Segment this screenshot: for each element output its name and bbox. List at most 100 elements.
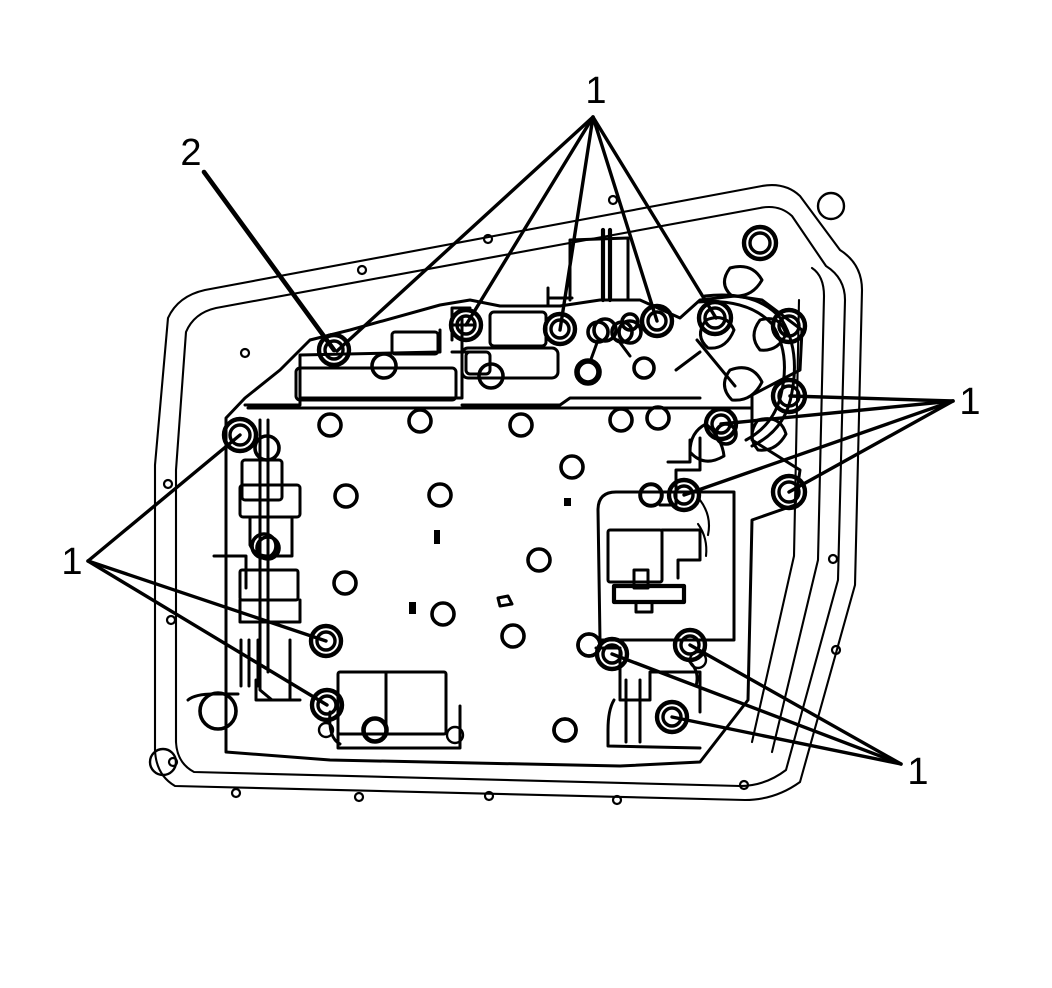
boss-bottom-c bbox=[654, 699, 690, 735]
pinhole-rr bbox=[827, 553, 839, 565]
solid-marks bbox=[409, 498, 571, 614]
hole-vb-5 bbox=[645, 405, 671, 431]
boss-upper-left-outer-ring bbox=[316, 332, 352, 368]
pinhole-bc3 bbox=[611, 794, 623, 806]
boss-right-upper-outer-ring bbox=[770, 307, 808, 345]
bottom-small-hole bbox=[317, 721, 335, 739]
detail-land-c bbox=[620, 312, 640, 332]
boss-right-lower bbox=[666, 477, 702, 513]
leader-line-callout-1-top-5 bbox=[591, 115, 718, 320]
boss-upper-c-outer-ring bbox=[639, 303, 675, 339]
callout-1-top: 1 bbox=[585, 70, 606, 112]
leader-line-callout-1-bottomright-2 bbox=[688, 643, 903, 766]
boss-bottom-a bbox=[594, 636, 630, 672]
callout-1-bottomright: 1 bbox=[907, 751, 928, 793]
pinhole-bl2 bbox=[230, 787, 242, 799]
hole-vb-14 bbox=[526, 547, 552, 573]
boss-left-top-inner-ring bbox=[228, 423, 252, 447]
servo-arc bbox=[688, 660, 699, 688]
hole-vb-16 bbox=[430, 601, 456, 627]
cell-connector-b bbox=[674, 350, 702, 372]
hole-vb-7 bbox=[574, 358, 602, 386]
hole-vb-23 bbox=[638, 482, 664, 508]
boss-bottom-c-outer-ring bbox=[654, 699, 690, 735]
valve-body-deck-line-3 bbox=[460, 396, 702, 407]
hole-vb-8 bbox=[617, 319, 643, 345]
left-lower-hook bbox=[254, 678, 290, 702]
boss-left-bottom-inner-ring bbox=[316, 694, 338, 716]
leader-line-callout-1-right-3 bbox=[682, 399, 955, 497]
boss-left-mid-inner-ring bbox=[315, 630, 337, 652]
boss-bottom-b-inner-ring bbox=[679, 634, 701, 656]
right-mid-arc bbox=[698, 498, 711, 537]
gasket-rib-right-2 bbox=[750, 298, 801, 744]
bottom-block-b bbox=[336, 704, 462, 750]
boss-upper-left-inner-ring bbox=[323, 339, 345, 361]
hole-vb-18 bbox=[552, 717, 578, 743]
hole-vb-19 bbox=[362, 717, 388, 743]
servo-inner-b bbox=[660, 528, 702, 580]
hole-vb-20 bbox=[255, 535, 281, 561]
valve-body-step-upper bbox=[243, 328, 442, 407]
boss-upper-c bbox=[639, 303, 675, 339]
left-block-e bbox=[238, 598, 302, 624]
boss-right-upper-inner-ring bbox=[777, 314, 801, 338]
detail-land-stem bbox=[588, 338, 600, 364]
leader-line-callout-1-bottomright-1 bbox=[610, 652, 903, 766]
boss-left-bottom-outer-ring bbox=[309, 687, 345, 723]
hole-vb-4 bbox=[608, 407, 634, 433]
detail-land-d bbox=[576, 360, 600, 384]
pinhole-bc2 bbox=[483, 790, 495, 802]
pinhole-tc bbox=[482, 233, 494, 245]
callout-1-left: 1 bbox=[61, 541, 82, 583]
hole-vb-3 bbox=[508, 412, 534, 438]
boss-right-lower-inner-ring bbox=[673, 484, 695, 506]
cell-e bbox=[750, 417, 788, 452]
gasket-outline-group bbox=[153, 184, 864, 802]
servo-stem bbox=[632, 568, 650, 590]
gasket-rib-right-1 bbox=[770, 266, 826, 754]
hole-vb-11 bbox=[333, 483, 359, 509]
valve-body-deck-line-2 bbox=[298, 316, 464, 400]
pinhole-tl bbox=[239, 347, 251, 359]
left-block-a bbox=[240, 458, 284, 502]
cell-b bbox=[699, 316, 736, 350]
gasket-hole-topright bbox=[816, 191, 846, 221]
boss-upper-d bbox=[696, 299, 734, 337]
boss-right-far bbox=[770, 473, 808, 511]
solid-mark-c bbox=[564, 498, 571, 506]
cell-c bbox=[752, 317, 788, 352]
leader-line-callout-1-left-2 bbox=[86, 559, 328, 643]
servo-foot bbox=[634, 600, 654, 614]
boss-right-far-inner-ring bbox=[777, 480, 801, 504]
boss-left-top-outer-ring bbox=[221, 416, 259, 454]
leader-line-callout-1-left-3 bbox=[86, 559, 329, 707]
callout-1-right: 1 bbox=[959, 381, 980, 423]
bottom-hole-e bbox=[445, 725, 465, 745]
right-mid-step-2 bbox=[666, 438, 692, 464]
leader-line-callout-1-right-1 bbox=[788, 394, 955, 403]
gasket-inner-outline bbox=[174, 205, 847, 788]
boss-left-mid bbox=[308, 623, 344, 659]
leader-lines-layer bbox=[86, 115, 955, 766]
hole-vb-25 bbox=[198, 691, 238, 731]
boss-upper-a-outer-ring bbox=[448, 307, 484, 343]
detail-land-stem-2 bbox=[616, 338, 632, 358]
hole-vb-1 bbox=[317, 412, 343, 438]
gasket-hole-botleft bbox=[148, 747, 178, 777]
cell-d bbox=[723, 366, 764, 402]
leader-line-callout-1-top-2 bbox=[464, 115, 595, 327]
servo-outline bbox=[596, 490, 736, 642]
gasket-outer-outline bbox=[153, 184, 864, 802]
boss-bottom-b bbox=[672, 627, 708, 663]
pinhole-ml bbox=[162, 478, 174, 490]
hole-vb-12 bbox=[427, 482, 453, 508]
boss-upper-d-outer-ring bbox=[696, 299, 734, 337]
leader-line-callout-1-left-1 bbox=[86, 433, 242, 563]
left-block-b bbox=[238, 483, 302, 519]
detail-rect-c bbox=[488, 310, 548, 348]
solid-mark-b bbox=[409, 602, 416, 614]
boss-right-far-outer-ring bbox=[770, 473, 808, 511]
